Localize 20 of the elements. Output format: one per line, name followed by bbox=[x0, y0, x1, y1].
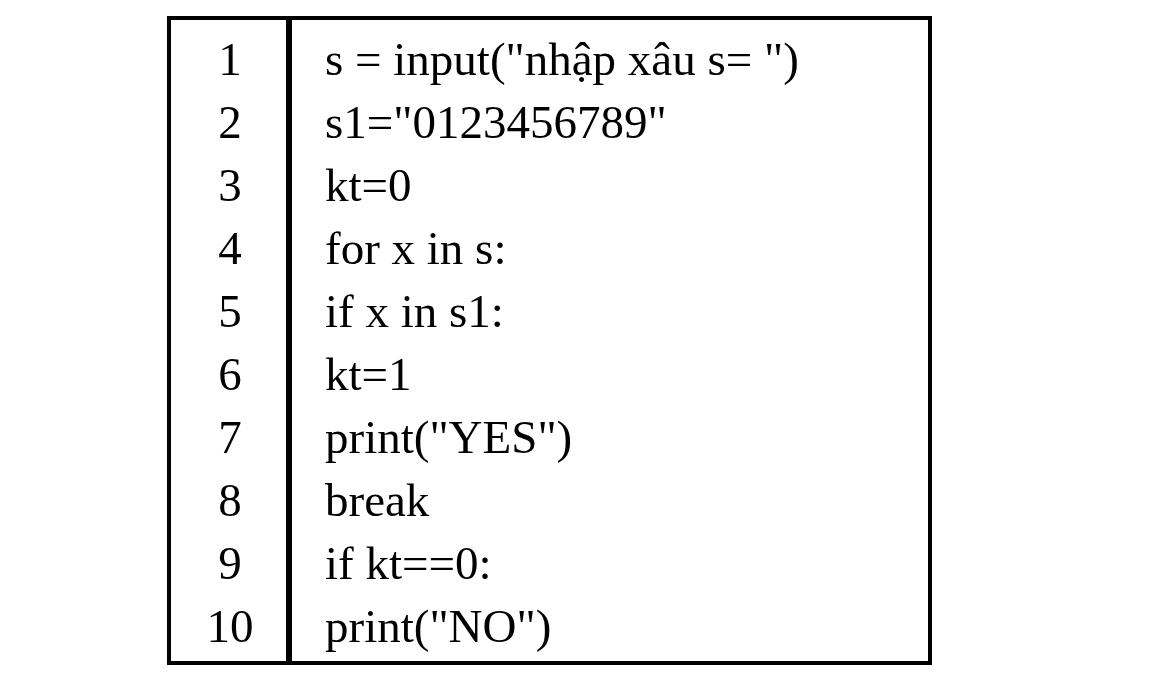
code-line: for x in s: bbox=[325, 221, 507, 275]
line-number: 8 bbox=[217, 473, 243, 527]
line-number: 7 bbox=[217, 410, 243, 464]
code-line: print("NO") bbox=[325, 599, 552, 653]
code-line: kt=1 bbox=[325, 347, 412, 401]
line-number: 3 bbox=[217, 158, 243, 212]
line-number: 5 bbox=[217, 284, 243, 338]
line-number: 1 bbox=[217, 32, 243, 86]
code-line: if x in s1: bbox=[325, 284, 504, 338]
code-line: if kt==0: bbox=[325, 536, 492, 590]
code-line: s1="0123456789" bbox=[325, 95, 667, 149]
line-number: 10 bbox=[205, 599, 255, 653]
line-number: 6 bbox=[217, 347, 243, 401]
line-number: 4 bbox=[217, 221, 243, 275]
code-line: break bbox=[325, 473, 430, 527]
code-line: print("YES") bbox=[325, 410, 573, 464]
line-number: 2 bbox=[217, 95, 243, 149]
code-line: kt=0 bbox=[325, 158, 412, 212]
line-number: 9 bbox=[217, 536, 243, 590]
code-line: s = input("nhập xâu s= ") bbox=[325, 32, 799, 86]
